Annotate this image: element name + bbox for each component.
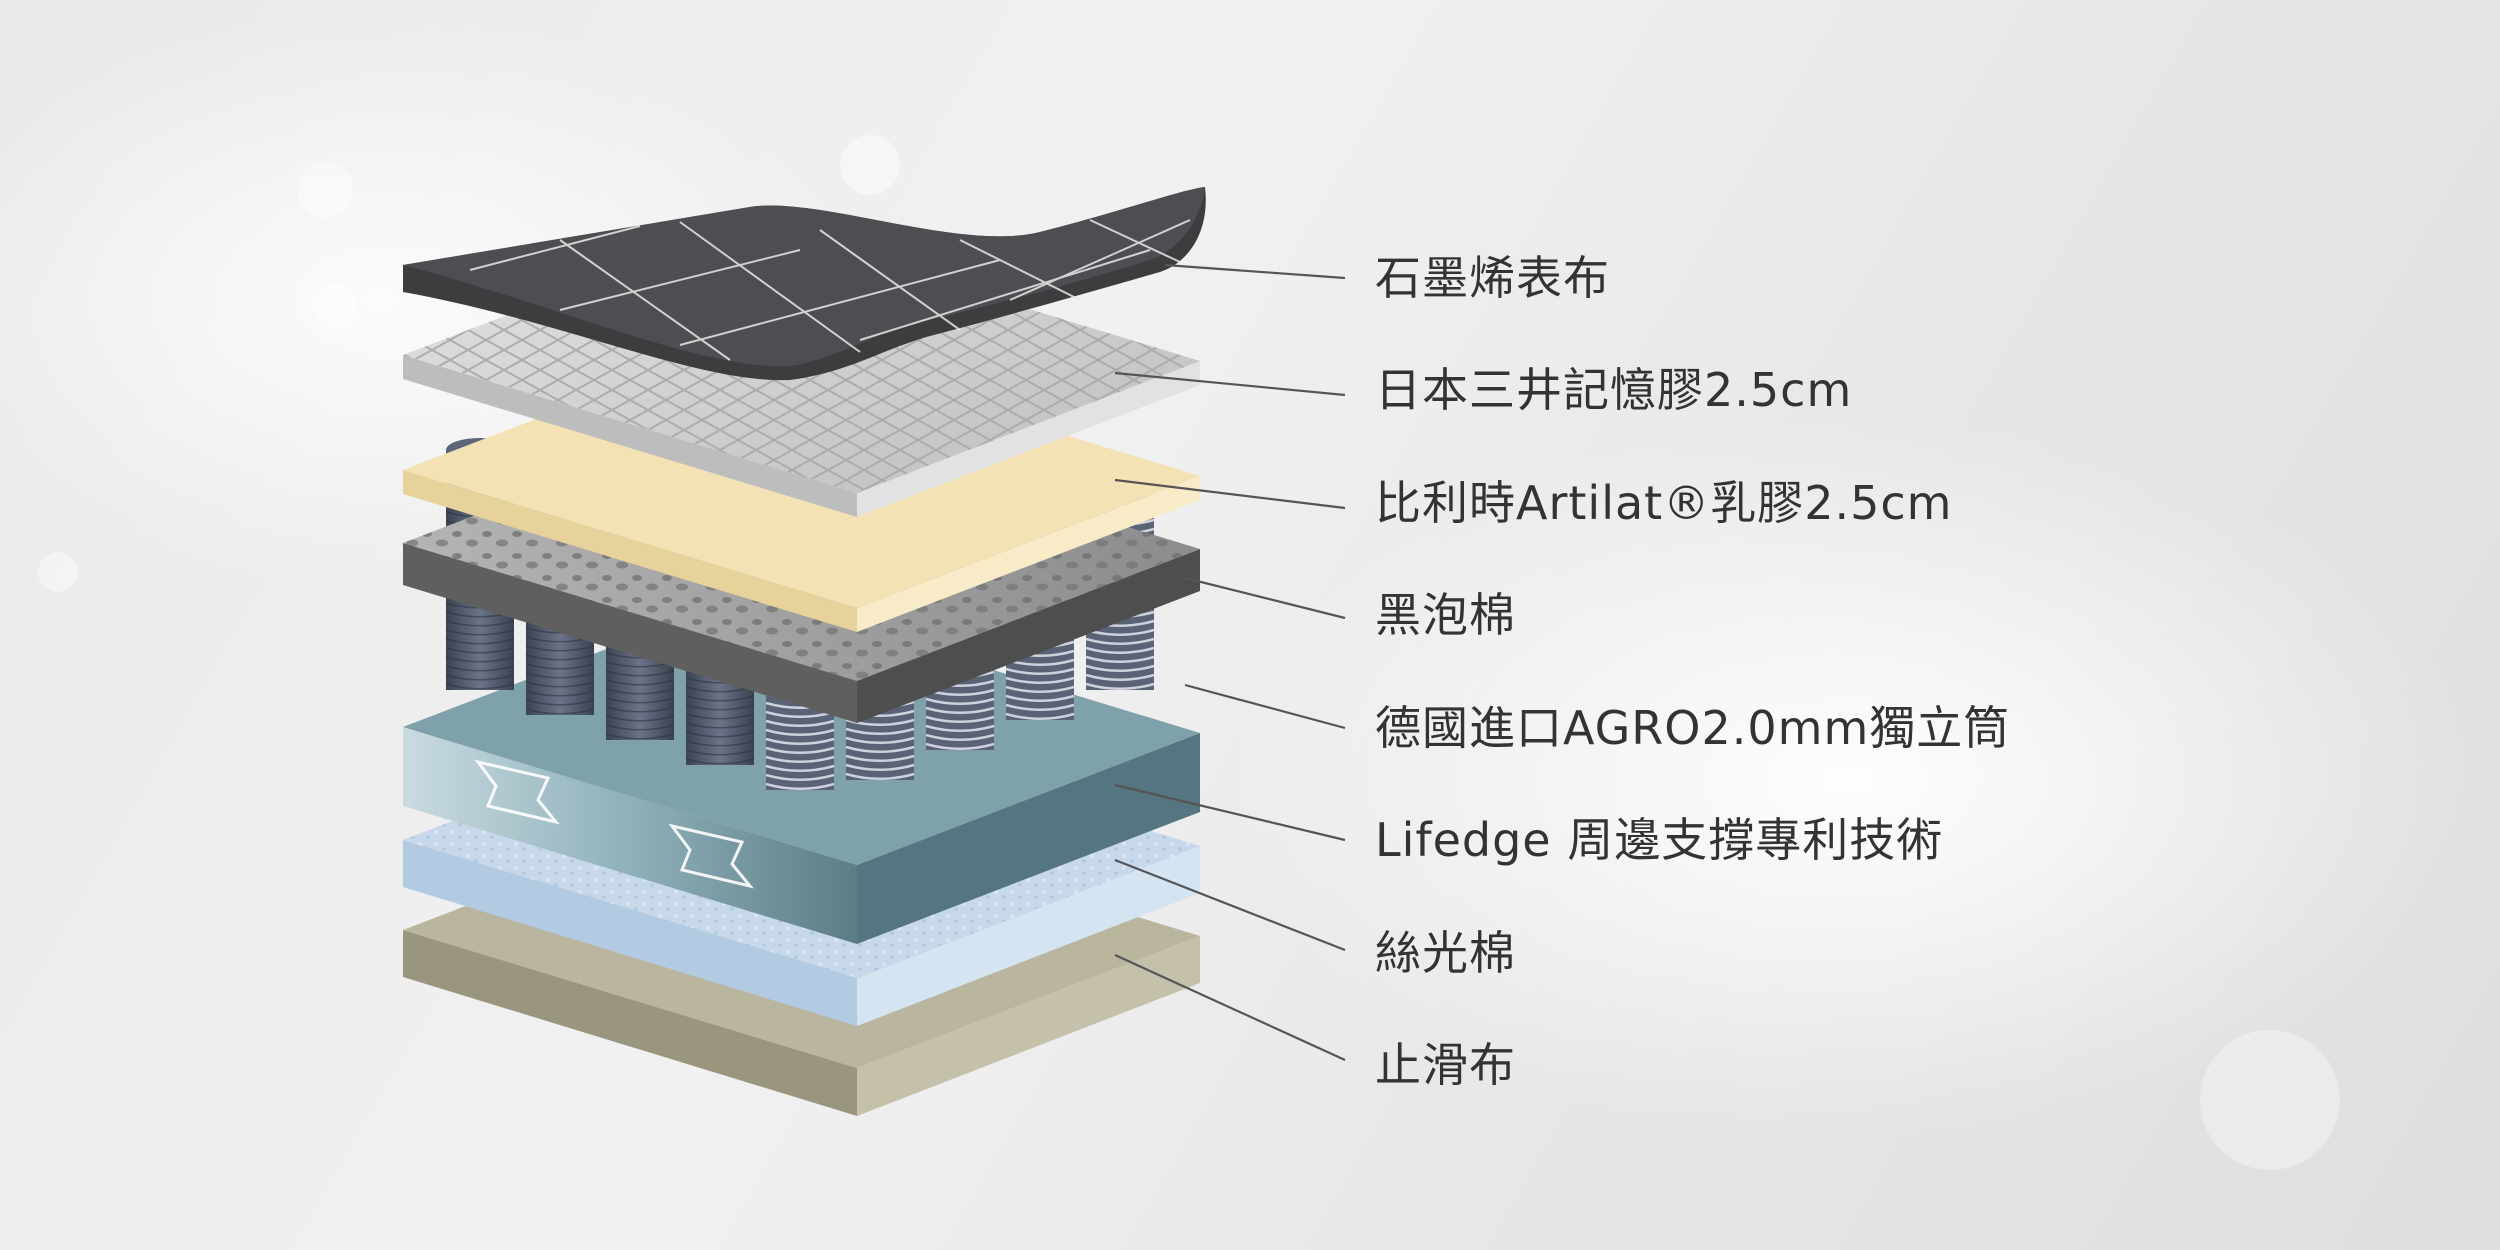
label-memory-foam: 日本三井記憶膠2.5cm — [1375, 363, 1853, 417]
leader-line — [1164, 263, 1346, 280]
label-anti-slip: 止滑布 — [1375, 1038, 1516, 1092]
leader-line — [1114, 953, 1346, 1062]
leader-line — [1114, 783, 1346, 842]
leader-line — [1114, 371, 1346, 397]
leader-line — [1184, 683, 1346, 730]
label-latex: 比利時Artilat®乳膠2.5cm — [1375, 476, 1953, 530]
label-black-foam: 黑泡棉 — [1375, 588, 1516, 642]
label-edge-support: Lifedge 周邊支撐專利技術 — [1375, 813, 1944, 867]
leader-line — [1184, 576, 1346, 620]
bokeh-decoration — [38, 135, 2340, 1170]
label-silk-cotton: 絲光棉 — [1375, 926, 1516, 980]
leader-line — [1114, 478, 1346, 510]
leader-line — [1114, 858, 1346, 952]
layer-graphene-cover — [403, 187, 1206, 381]
label-graphene-cover: 石墨烯表布 — [1375, 251, 1610, 305]
label-pocket-springs: 德國進口AGRO2.0mm獨立筒 — [1375, 701, 2011, 755]
leader-lines — [1114, 263, 1346, 1062]
